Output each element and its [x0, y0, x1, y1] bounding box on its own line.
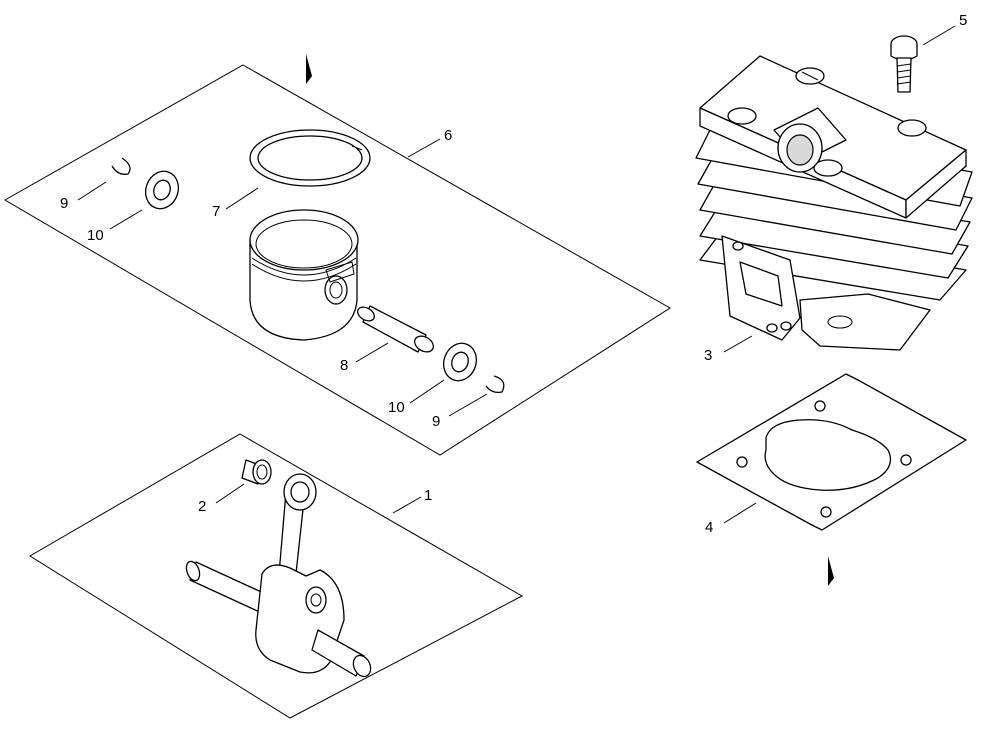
cylinder-gasket[interactable]: [696, 373, 967, 531]
piston[interactable]: [249, 209, 359, 341]
circlip-right[interactable]: [485, 375, 505, 394]
callout-numbers: 1 2 3 4 5 6 7 8 9 9 10 10: [60, 12, 967, 536]
piston-pin[interactable]: [355, 304, 436, 355]
callout-5: 5: [959, 12, 967, 29]
callout-3: 3: [704, 347, 712, 364]
piston-kit-panel: [3, 64, 671, 456]
callout-7: 7: [212, 203, 220, 220]
circlip-left[interactable]: [111, 157, 131, 175]
direction-arrow-top: [306, 54, 312, 84]
crankshaft[interactable]: [184, 473, 374, 679]
washer-left[interactable]: [140, 167, 183, 214]
callout-10-left: 10: [87, 227, 104, 244]
crankshaft-panel: [29, 433, 524, 719]
callout-6: 6: [444, 127, 452, 144]
callout-9-left: 9: [60, 195, 68, 212]
direction-arrow-bottom: [828, 556, 834, 586]
callout-1: 1: [424, 487, 432, 504]
cylinder[interactable]: [695, 55, 973, 351]
leader-lines: [77, 25, 956, 524]
washer-right[interactable]: [438, 339, 481, 386]
callout-8: 8: [340, 357, 348, 374]
callout-2: 2: [198, 498, 206, 515]
needle-bearing[interactable]: [241, 459, 272, 485]
screw[interactable]: [890, 35, 918, 93]
callout-4: 4: [705, 519, 713, 536]
callout-10-right: 10: [388, 399, 405, 416]
callout-9-right: 9: [432, 413, 440, 430]
piston-ring[interactable]: [249, 129, 371, 187]
